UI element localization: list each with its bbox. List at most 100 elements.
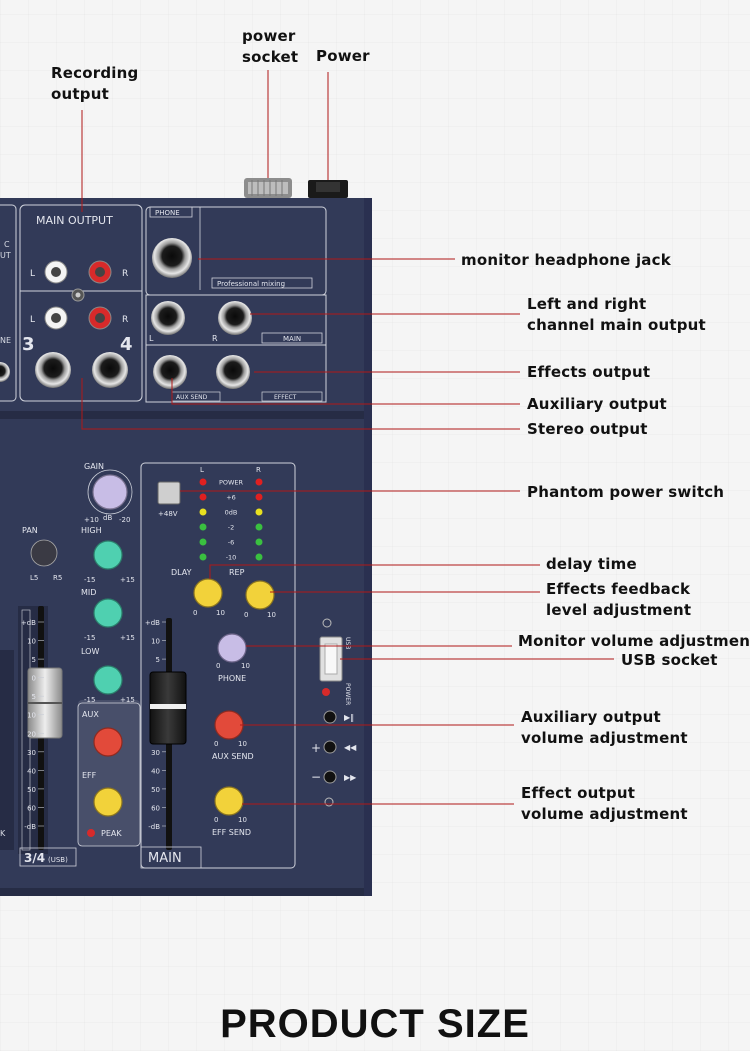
low-label: LOW	[81, 647, 99, 656]
prev-button[interactable]	[323, 740, 337, 754]
usb-socket-label: USB socket	[621, 651, 718, 669]
effects-output-label: Effects output	[527, 363, 651, 381]
auxiliary-output-label: Auxiliary output	[527, 395, 667, 413]
ch-3-4-label: 3/4	[24, 851, 45, 865]
knob-max: 10	[267, 611, 276, 619]
fader-scale-label: +dB	[145, 619, 160, 627]
meter-label: -10	[226, 554, 237, 562]
l-label: L	[149, 334, 154, 343]
ch3-label: 3	[22, 334, 35, 355]
product-size-title: PRODUCT SIZE	[220, 1002, 530, 1046]
power-vertical-label: POWER	[344, 683, 351, 705]
left-fragment: C UT NE	[0, 204, 17, 402]
knob-max: 10	[241, 662, 250, 670]
fader-scale-label: -dB	[148, 823, 160, 831]
power-socket-connector	[244, 178, 292, 198]
fader-scale-label: 50	[27, 786, 36, 794]
meter-led	[255, 508, 263, 516]
next-button[interactable]	[323, 770, 337, 784]
fader-scale-label: 60	[27, 804, 36, 812]
fader-scale-label: 5	[32, 656, 36, 664]
eq-max: +15	[120, 696, 135, 704]
fragment-text: UT	[0, 251, 11, 260]
meter-label: +6	[226, 494, 236, 502]
fader-scale-label: 5	[156, 656, 160, 664]
dlay-label: DLAY	[171, 568, 192, 577]
left-fader-fragment: K	[0, 650, 14, 850]
pan-l: L5	[30, 574, 38, 582]
meter-label: 0dB	[225, 509, 238, 517]
monitor-volume-label: Monitor volume adjustment	[518, 632, 750, 650]
meter-l-label: L	[200, 466, 204, 474]
repeat-knob[interactable]	[245, 580, 275, 610]
l-label: L	[30, 315, 35, 325]
professional-mixing-label: Professional mixing	[217, 280, 285, 288]
r-label: R	[212, 334, 218, 343]
meter-led	[199, 478, 207, 486]
fader-scale-label: 10	[151, 638, 160, 646]
meter-led	[199, 493, 207, 501]
meter-label: -6	[228, 539, 234, 547]
gain-knob[interactable]	[92, 474, 128, 510]
eff-label: EFF	[82, 771, 97, 780]
playpause-button[interactable]	[323, 710, 337, 724]
meter-led	[199, 553, 207, 561]
minus-label: −	[311, 770, 321, 784]
meter-led	[199, 523, 207, 531]
pan-label: PAN	[22, 526, 38, 535]
phantom-48v-switch[interactable]	[157, 481, 181, 505]
eff-send-volume-knob[interactable]	[214, 786, 244, 816]
meter-label: -2	[228, 524, 234, 532]
usb-vertical-label: USB	[344, 637, 351, 649]
eq-min: -15	[84, 634, 95, 642]
power-switch-connector	[308, 180, 348, 198]
phone-jack-label: PHONE	[155, 209, 180, 217]
gain-min: +10	[84, 516, 99, 524]
low-knob[interactable]	[93, 665, 123, 695]
knob-max: 10	[238, 740, 247, 748]
delay-knob[interactable]	[193, 578, 223, 608]
jack-panel: PHONE Professional mixing L R MAIN AUX S…	[145, 206, 327, 403]
fader-scale-label: 10	[27, 638, 36, 646]
r-label: R	[122, 269, 128, 279]
knob-min: 0	[214, 740, 218, 748]
aux-knob[interactable]	[93, 727, 123, 757]
aux-send-volume-knob[interactable]	[214, 710, 244, 740]
callout-lines	[81, 70, 614, 805]
usb-control-column: USB POWER ▶‖ + ◀◀ − ▶▶	[311, 618, 357, 807]
main-label: MAIN	[148, 851, 182, 866]
main-jack-label: MAIN	[283, 335, 301, 343]
knob-min: 0	[244, 611, 248, 619]
fader-scale-label: 30	[151, 749, 160, 757]
phantom-power-switch-label: Phantom power switch	[527, 483, 725, 501]
fader-scale-label: 50	[151, 786, 160, 794]
delay-time-label: delay time	[546, 555, 637, 573]
fader-scale-label: 5	[32, 693, 36, 701]
mid-knob[interactable]	[93, 598, 123, 628]
monitor-headphone-jack-label: monitor headphone jack	[461, 251, 671, 269]
ch4-label: 4	[120, 334, 133, 355]
fragment-text: NE	[0, 336, 11, 345]
phone-volume-knob[interactable]	[217, 633, 247, 663]
pan-knob[interactable]	[30, 539, 58, 567]
pan-r: R5	[53, 574, 62, 582]
aux-send-knob-label: AUX SEND	[212, 752, 254, 761]
eff-send-knob-label: EFF SEND	[212, 828, 251, 837]
channel-strip-3-4: GAIN +10 dB -20 PAN L5 R5 HIGH -15 +15 M…	[18, 462, 141, 867]
plus-label: +	[311, 741, 321, 755]
eff-knob[interactable]	[93, 787, 123, 817]
high-knob[interactable]	[93, 540, 123, 570]
peak-label: PEAK	[101, 829, 122, 838]
main-output-label: MAIN OUTPUT	[36, 214, 113, 227]
meter-led	[199, 508, 207, 516]
rep-label: REP	[229, 568, 245, 577]
meter-led	[255, 493, 263, 501]
fader-scale-label: 40	[27, 767, 36, 775]
phantom-48v-label: +48V	[158, 510, 178, 518]
